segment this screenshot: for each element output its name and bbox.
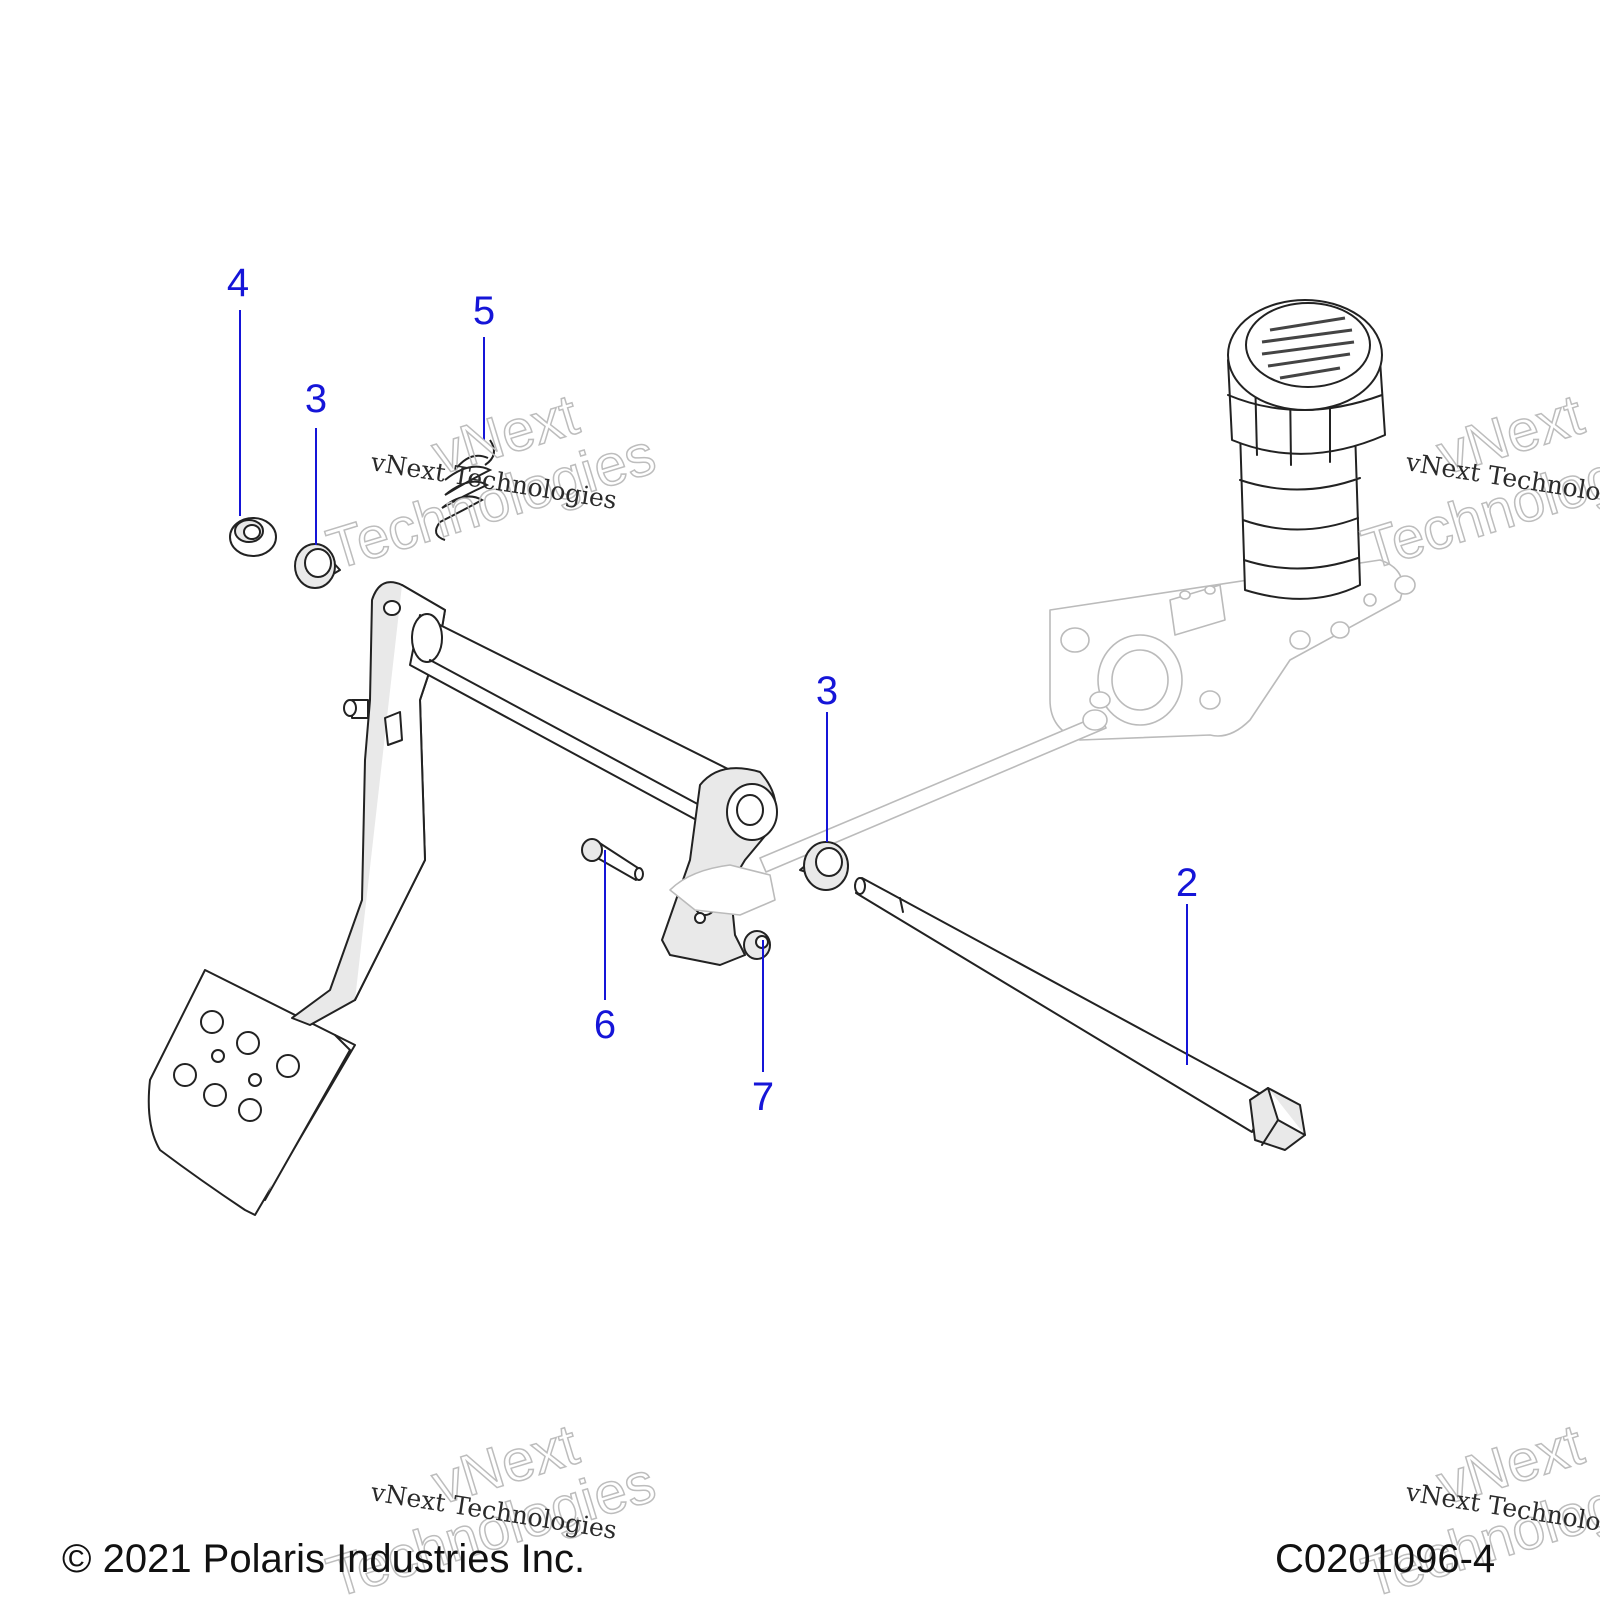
callout-2: 2: [1176, 861, 1198, 905]
shoulder-bolt: [581, 838, 644, 881]
master-cylinder: [1049, 299, 1416, 741]
callout-3-upper: 3: [305, 377, 327, 421]
callout-5: 5: [473, 289, 495, 333]
copyright-notice: © 2021 Polaris Industries Inc.: [62, 1537, 585, 1581]
diagram-code: C0201096-4: [1275, 1537, 1495, 1581]
callout-4: 4: [227, 261, 249, 305]
watermark-upper-left: vNext Technologies vNext Technologies: [319, 381, 663, 583]
small-nut: [743, 930, 771, 960]
brake-pedal: [147, 581, 778, 1216]
return-spring: [435, 439, 495, 541]
bushing-lower: [799, 841, 849, 891]
watermark-upper-right: vNext Technologies vNext Technologies: [1354, 381, 1600, 583]
callout-7: 7: [752, 1075, 774, 1119]
callout-3-lower: 3: [816, 669, 838, 713]
push-rod: [759, 709, 1108, 873]
flange-nut: [229, 517, 277, 557]
pivot-bolt: [854, 877, 1306, 1151]
callout-6: 6: [594, 1003, 616, 1047]
bushing-upper: [294, 543, 341, 589]
